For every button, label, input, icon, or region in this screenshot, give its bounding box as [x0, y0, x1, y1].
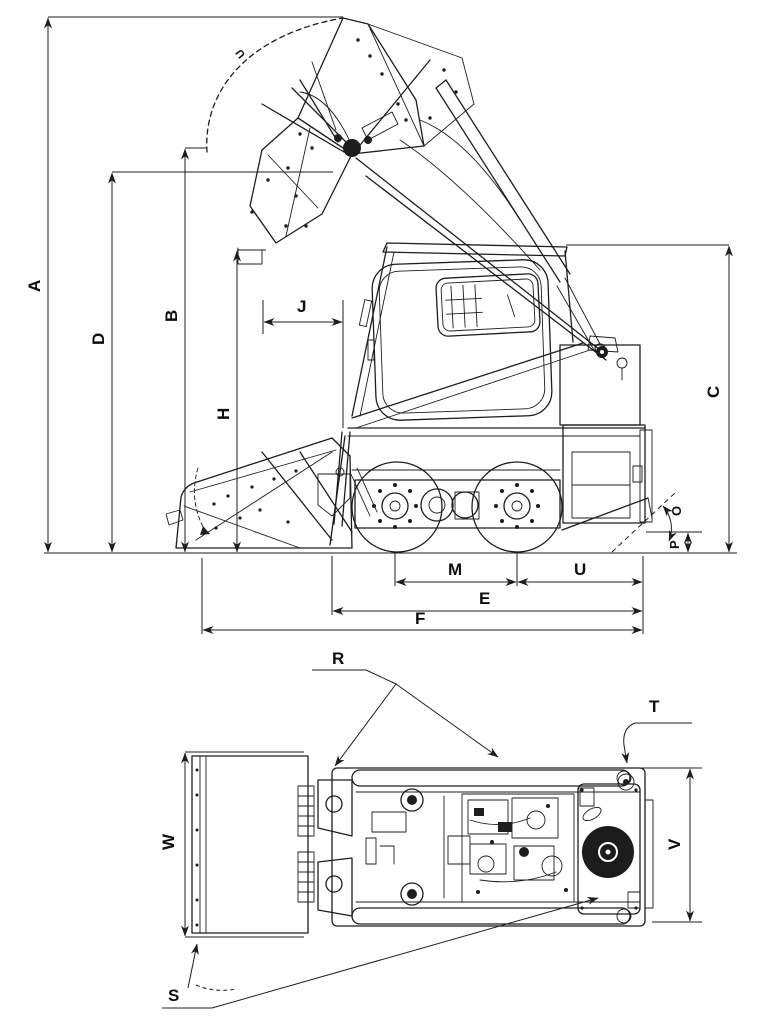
clearance-arc — [195, 984, 237, 991]
leader-R-2 — [395, 683, 499, 758]
bucket-side-bracket — [367, 23, 475, 147]
quick-attach-plan — [317, 779, 353, 917]
rear-wheel — [471, 461, 563, 553]
pillar-handle — [358, 299, 373, 327]
left-arm-plan — [351, 769, 631, 787]
dim-label-u: U — [574, 560, 586, 579]
cab-door — [371, 259, 553, 421]
bucket-lift-arc — [206, 17, 344, 153]
dim-label-e: E — [479, 589, 490, 608]
dim-label-v: V — [665, 838, 684, 850]
dim-label-f: F — [415, 609, 425, 628]
dim-label-t: T — [649, 697, 660, 716]
tilt-cylinder — [435, 87, 561, 283]
rear-engine — [559, 335, 653, 531]
top-view-dimensions: W V R T S — [159, 649, 702, 1009]
lowered-bucket-bolts — [212, 469, 298, 530]
dim-label-j: J — [297, 297, 306, 316]
body-plan — [331, 767, 654, 927]
bucket-plan-outline — [191, 755, 309, 934]
cab-front-pillar — [351, 246, 388, 417]
engine-cluster-plan — [461, 793, 575, 903]
cab-rear-pillar — [564, 250, 574, 343]
lowered-bucket — [165, 437, 353, 549]
dim-label-c: C — [704, 386, 723, 398]
departure-angle-line — [611, 491, 677, 553]
arm-mount-right — [400, 882, 424, 906]
leader-R-1 — [334, 669, 397, 767]
hub-bolts — [372, 483, 540, 529]
leader-T — [621, 722, 636, 764]
cab-window — [435, 273, 541, 337]
front-step — [317, 473, 351, 517]
top-view-machine — [191, 755, 654, 934]
bucket-back-plate — [297, 17, 425, 155]
rear-bumper-plan — [644, 799, 654, 909]
cab — [351, 242, 591, 429]
chassis-undercarriage — [261, 427, 646, 553]
arm-mount-left — [400, 788, 424, 812]
mid-roller-1 — [420, 488, 454, 522]
cab-roof — [382, 242, 568, 257]
bucket-plan — [191, 755, 315, 934]
side-skirt — [354, 479, 561, 529]
rear-module-plan — [577, 773, 641, 915]
cutting-edge-stub — [165, 509, 184, 526]
rear-bumper — [639, 429, 653, 523]
mid-roller-2 — [451, 491, 479, 519]
bucket-bolt-dots — [250, 38, 458, 228]
leader-S-2 — [187, 943, 199, 989]
dim-label-o: O — [669, 506, 684, 516]
dim-label-m: M — [448, 560, 462, 579]
front-wheel — [351, 461, 443, 553]
raised-bucket — [206, 17, 475, 265]
engine-compartment — [562, 424, 646, 524]
dim-label-d: D — [89, 333, 108, 345]
loader-arm — [355, 79, 607, 361]
side-view-dimensions: A D B H J C O P M U — [25, 16, 737, 634]
side-view-machine — [165, 17, 653, 553]
right-arm-plan — [351, 907, 631, 925]
bucket-pivot-pin — [343, 139, 361, 157]
dim-label-p: P — [667, 540, 682, 549]
dim-label-a: A — [25, 280, 44, 292]
dim-label-arc-top: U — [234, 47, 248, 61]
bucket-plan-bolts — [195, 768, 199, 927]
leader-S-1 — [211, 897, 599, 1009]
dim-label-w: W — [159, 833, 178, 850]
dim-arc-O — [662, 505, 677, 542]
dim-label-r: R — [332, 649, 344, 668]
dim-label-h: H — [214, 408, 233, 420]
dim-label-s: S — [168, 986, 179, 1005]
dim-label-b: B — [162, 310, 181, 322]
rollback-arc — [193, 467, 207, 533]
